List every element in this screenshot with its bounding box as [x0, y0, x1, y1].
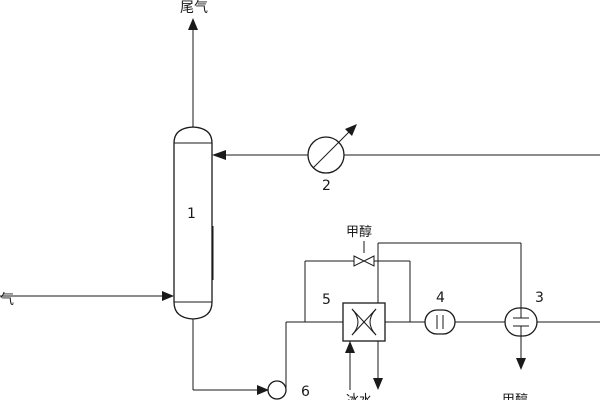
pump-6 — [267, 322, 287, 400]
separator-3-number: 3 — [535, 290, 544, 306]
cold-water-label: 冰水 — [346, 393, 372, 400]
offgas-outlet-line — [188, 18, 198, 127]
column-bottom-line — [192, 319, 269, 395]
water-out-arrow-icon — [373, 378, 383, 390]
methanol-bypass-loop — [304, 241, 411, 322]
top-return-line — [212, 150, 600, 160]
water-in-arrow-icon — [345, 341, 355, 353]
column-number: 1 — [187, 206, 196, 222]
gas-feed-arrow-icon — [162, 291, 174, 301]
offgas-label: 尾气 — [180, 0, 208, 16]
valve-right-icon — [362, 255, 375, 267]
gas-feed-label: 气 — [0, 292, 14, 308]
exchanger-5 — [342, 302, 386, 342]
cooler-4 — [424, 309, 456, 335]
methanol-inlet-label: 甲醇 — [346, 224, 372, 240]
cooler-4-number: 4 — [436, 290, 445, 306]
return-arrow-icon — [212, 150, 226, 160]
absorption-column — [173, 126, 214, 320]
methanol-return-line — [377, 242, 522, 308]
valve-left-icon — [353, 255, 366, 267]
offgas-arrow-icon — [188, 18, 198, 30]
cooling-water-lines — [345, 341, 383, 390]
methanol-out-arrow-icon — [516, 358, 526, 370]
exchanger-2-number: 2 — [322, 178, 331, 194]
gas-feed-line — [0, 291, 174, 301]
control-arrow-icon — [345, 124, 357, 136]
methanol-product-label: 甲醇 — [502, 392, 528, 400]
exchanger-5-number: 5 — [322, 292, 331, 308]
heat-exchanger-2 — [307, 124, 357, 174]
methanol-outlet-line — [516, 336, 526, 370]
pump-6-number: 6 — [301, 384, 310, 400]
bottom-flow-arrow-icon — [257, 385, 269, 395]
separator-3 — [504, 307, 538, 337]
